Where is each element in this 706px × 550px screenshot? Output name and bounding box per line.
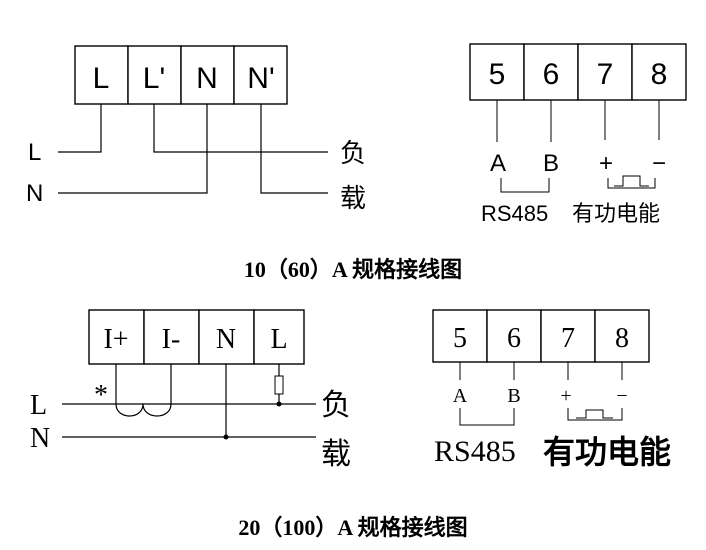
comm1-terminal-label-2: 6	[543, 58, 560, 91]
diagram1-wire-l-in	[58, 104, 102, 153]
comm1-signal-minus: −	[652, 150, 666, 177]
diagram2-star-mark: *	[94, 380, 108, 411]
diagram1-line-label-n: N	[26, 180, 43, 207]
diagram1-terminal-label-2: L'	[143, 62, 165, 95]
diagram2-terminal-4	[253, 309, 305, 365]
diagram2-terminal-3	[198, 309, 255, 365]
diagram2-fuse-icon	[274, 375, 284, 395]
comm1-terminal-label-1: 5	[489, 58, 506, 91]
comm1-signal-plus: +	[599, 150, 613, 177]
comm2-pulse-icon	[576, 409, 613, 419]
comm2-signal-a: A	[453, 385, 468, 407]
diagram1-wire-l-out	[153, 104, 328, 153]
comm2-terminal-block: 5 6 7 8	[432, 309, 650, 363]
diagram1-terminal-2	[127, 45, 182, 105]
comm1-pulse-icon	[614, 175, 649, 187]
diagram2-line-label-l: L	[30, 390, 47, 421]
diagram1-terminal-label-1: L	[93, 62, 110, 95]
diagram1-wires	[58, 104, 328, 194]
diagram2-terminal-label-3: N	[216, 324, 236, 355]
comm2-terminal-1	[432, 309, 488, 363]
comm1-terminal-label-3: 7	[597, 58, 614, 91]
diagram1-wire-n-in	[58, 104, 208, 194]
comm2-terminal-label-2: 6	[507, 323, 521, 354]
diagram2-terminal-label-1: I+	[103, 324, 128, 355]
diagram1-terminal-1	[74, 45, 129, 105]
comm1-signal-a: A	[490, 150, 506, 177]
diagram2-terminal-label-2: I-	[162, 324, 181, 355]
comm2-terminal-label-1: 5	[453, 323, 467, 354]
comm1-terminal-4	[631, 43, 687, 101]
diagram1-terminal-4	[233, 45, 288, 105]
comm2-terminal-2	[486, 309, 542, 363]
comm2-terminal-4	[594, 309, 650, 363]
diagram2-terminal-1	[88, 309, 145, 365]
diagram2-caption: 20（100）A 规格接线图	[238, 515, 467, 540]
diagram1-load-char-1: 负	[340, 139, 366, 169]
diagram1-terminal-block: L L' N N'	[74, 45, 288, 105]
comm2-signal-minus: −	[616, 385, 627, 407]
diagram2-line-label-n: N	[30, 423, 50, 454]
diagram2-load-char-1: 负	[321, 388, 351, 423]
comm1-energy-label: 有功电能	[572, 202, 660, 227]
diagram1-terminal-label-3: N	[196, 62, 218, 95]
diagram1-terminal-label-4: N'	[247, 62, 274, 95]
comm2-terminal-label-4: 8	[615, 323, 629, 354]
comm1-terminal-label-4: 8	[651, 58, 668, 91]
diagram2-terminal-block: I+ I- N L	[88, 309, 305, 365]
diagram2-terminal-label-4: L	[270, 324, 287, 355]
diagram2-wires	[62, 364, 316, 440]
comm2-leads	[459, 362, 623, 380]
comm1-rs485-bracket	[500, 178, 550, 193]
comm1-signal-b: B	[543, 150, 559, 177]
comm1-terminal-block: 5 6 7 8	[469, 43, 687, 101]
comm2-signal-b: B	[507, 385, 520, 407]
comm2-terminal-3	[540, 309, 596, 363]
diagram1-wire-n-out	[260, 104, 328, 194]
diagram2-load-char-2: 载	[321, 437, 351, 472]
comm2-rs485-label: RS485	[434, 435, 516, 468]
diagram1-line-label-l: L	[28, 139, 41, 166]
comm2-terminal-label-3: 7	[561, 323, 575, 354]
comm1-pulse-bracket	[607, 178, 656, 189]
comm2-pulse-bracket	[567, 408, 623, 421]
comm2-rs485-bracket	[459, 408, 515, 426]
diagram1-load-char-2: 载	[340, 184, 366, 214]
diagram2-ct-coil	[115, 403, 172, 417]
comm1-rs485-label: RS485	[481, 201, 548, 226]
diagram1-caption: 10（60）A 规格接线图	[244, 257, 462, 282]
comm1-terminal-2	[523, 43, 579, 101]
comm2-energy-label: 有功电能	[543, 433, 671, 471]
comm1-leads	[496, 100, 660, 142]
comm2-signal-plus: +	[560, 385, 571, 407]
